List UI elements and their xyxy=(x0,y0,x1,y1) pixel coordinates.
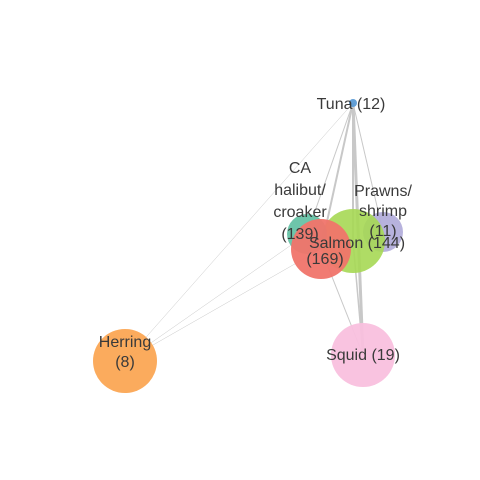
node-label-halibut: CA halibut/croaker (139) xyxy=(273,160,327,243)
node-tuna[interactable] xyxy=(349,99,357,107)
edge-herring-sardine xyxy=(124,248,322,362)
node-label-line: (11) xyxy=(369,223,396,240)
node-label-tuna: Tuna (12) xyxy=(317,96,386,113)
node-label-line: Prawns/ xyxy=(354,183,412,200)
node-label-line: (169) xyxy=(306,251,343,268)
node-label-line: (8) xyxy=(115,354,135,371)
node-label-line: Herring xyxy=(99,334,151,351)
node-label-line: Salmon (144) xyxy=(309,235,405,252)
node-label-squid: Squid (19) xyxy=(326,347,400,364)
node-label-line: Tuna (12) xyxy=(317,96,386,113)
node-label-line: halibut/ xyxy=(274,182,326,199)
node-label-prawns: Prawns/shrimp (11) xyxy=(354,183,412,240)
node-label-line: (139) xyxy=(281,226,318,243)
node-sardine[interactable] xyxy=(291,219,351,279)
node-herring[interactable] xyxy=(93,329,157,393)
edge-herring-halibut xyxy=(124,233,308,362)
node-label-sardine: (169) xyxy=(306,251,343,268)
node-label-herring: Herring (8) xyxy=(99,334,151,371)
edge-tuna-prawns xyxy=(352,102,384,233)
edge-tuna-halibut xyxy=(306,102,354,235)
edge-tuna-herring xyxy=(124,102,354,362)
label-layer: Tuna (12) CA halibut/croaker (139) Prawns/sh… xyxy=(99,96,413,371)
node-label-line: Squid (19) xyxy=(326,347,400,364)
node-label-line: croaker xyxy=(273,204,327,221)
node-layer xyxy=(93,99,403,393)
node-label-salmon: Salmon (144) xyxy=(309,235,405,252)
node-label-line: shrimp xyxy=(359,203,407,220)
node-squid[interactable] xyxy=(331,323,395,387)
node-label-line: CA xyxy=(289,160,312,177)
